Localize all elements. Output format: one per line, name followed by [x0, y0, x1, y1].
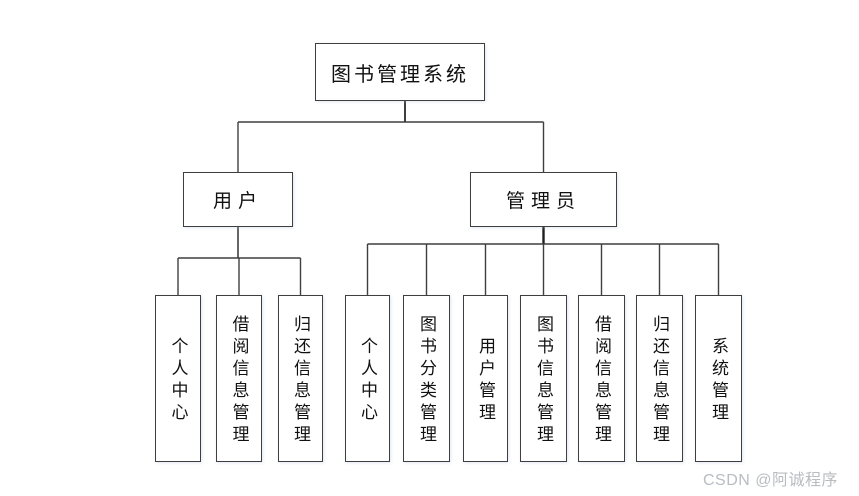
leaf-node-user-return-info-mgmt: 归还信息管理: [278, 295, 323, 462]
leaf-node-user-personal-center: 个人中心: [155, 295, 201, 462]
leaf-node-label: 用户管理: [476, 337, 495, 425]
branch-node-user-label: 用户: [212, 191, 263, 212]
branch-node-admin: 管理员: [470, 172, 617, 227]
leaf-node-label: 借阅信息管理: [229, 315, 249, 447]
leaf-node-label: 个人中心: [168, 337, 188, 425]
root-node-label: 图书管理系统: [331, 63, 469, 86]
leaf-node-label: 图书信息管理: [534, 315, 553, 447]
branch-node-user: 用户: [183, 172, 293, 227]
leaf-node-admin-system-mgmt: 系统管理: [695, 295, 742, 462]
leaf-node-admin-book-category-mgmt: 图书分类管理: [403, 295, 450, 462]
leaf-node-label: 归还信息管理: [650, 315, 669, 447]
leaf-node-admin-book-info-mgmt: 图书信息管理: [520, 295, 567, 462]
branch-node-admin-label: 管理员: [505, 191, 581, 212]
csdn-watermark: CSDN @阿诚程序: [702, 472, 838, 489]
leaf-node-label: 归还信息管理: [291, 315, 310, 447]
leaf-node-label: 个人中心: [358, 337, 377, 425]
leaf-node-label: 借阅信息管理: [592, 315, 611, 447]
leaf-node-label: 系统管理: [709, 337, 728, 425]
leaf-node-admin-user-mgmt: 用户管理: [463, 295, 508, 462]
leaf-node-admin-borrow-info-mgmt: 借阅信息管理: [578, 295, 625, 462]
leaf-node-user-borrow-info-mgmt: 借阅信息管理: [216, 295, 262, 462]
leaf-node-admin-personal-center: 个人中心: [345, 295, 390, 462]
leaf-node-label: 图书分类管理: [417, 315, 436, 447]
root-node-system: 图书管理系统: [315, 43, 485, 101]
leaf-node-admin-return-info-mgmt: 归还信息管理: [636, 295, 683, 462]
